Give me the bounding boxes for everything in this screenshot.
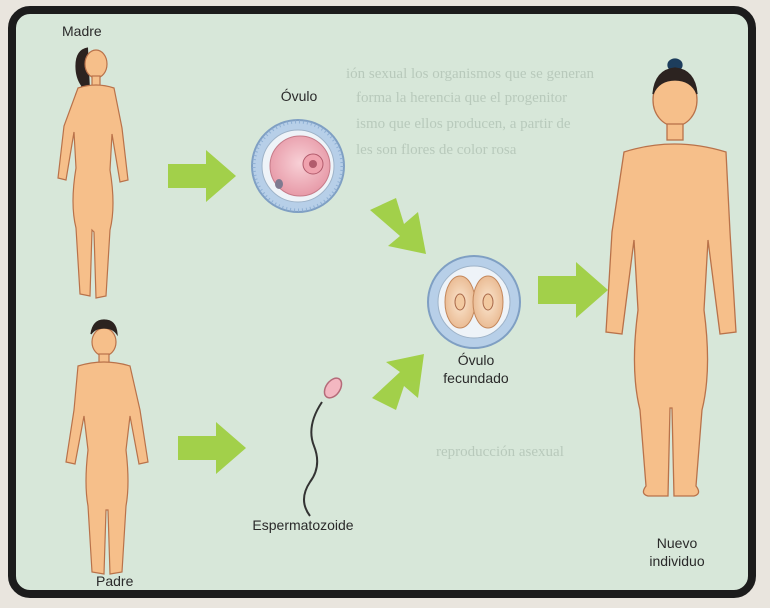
arrow-zygote-to-individual (538, 262, 608, 318)
arrow-sperm-to-zygote (372, 354, 424, 410)
arrow-father-to-sperm (178, 422, 246, 474)
diagram-frame: ión sexual los organismos que se generan… (8, 6, 756, 598)
arrows (168, 150, 608, 474)
new-individual-figure (606, 59, 736, 496)
diagram-art (16, 14, 748, 590)
arrow-ovum-to-zygote (370, 198, 426, 254)
sperm-cell (304, 375, 345, 516)
new-individual-label-line2: individuo (634, 552, 720, 570)
fertilized-ovum-label-line2: fecundado (426, 369, 526, 387)
father-label: Padre (96, 572, 156, 590)
mother-label: Madre (62, 22, 122, 40)
ovum-label: Óvulo (264, 87, 334, 105)
zygote-cell (428, 256, 520, 348)
new-individual-label-line1: Nuevo (642, 534, 712, 552)
arrow-mother-to-ovum (168, 150, 236, 202)
fertilized-ovum-label-line1: Óvulo (436, 351, 516, 369)
mother-figure (58, 48, 128, 298)
father-figure (66, 320, 148, 574)
ovum-cell (252, 120, 344, 212)
sperm-label: Espermatozoide (238, 516, 368, 534)
